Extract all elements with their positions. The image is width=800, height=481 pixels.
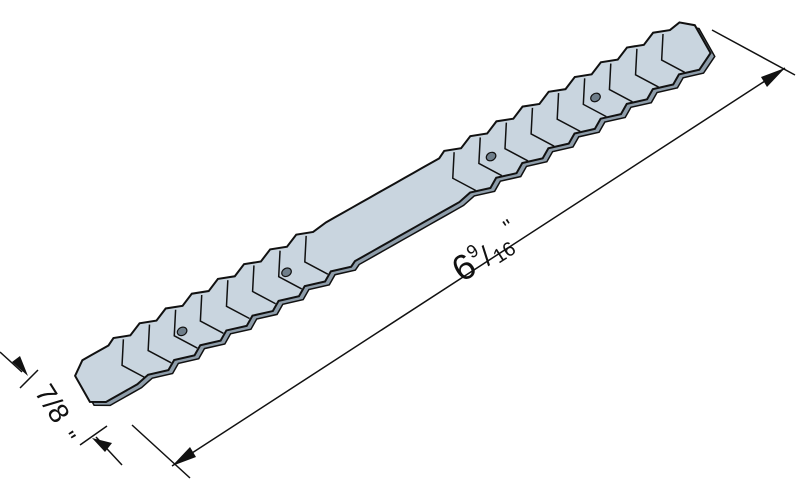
chevron bbox=[173, 309, 198, 349]
length-label: 6 9 / 16 " bbox=[444, 214, 520, 289]
chevron bbox=[199, 294, 224, 334]
width-unit: " bbox=[53, 427, 80, 449]
chevron bbox=[660, 33, 686, 73]
hole bbox=[281, 267, 292, 278]
chevron bbox=[504, 122, 529, 162]
hole bbox=[176, 326, 188, 337]
chevron bbox=[225, 280, 250, 320]
width-arrow-line-top bbox=[0, 351, 23, 373]
length-unit: " bbox=[499, 214, 519, 239]
chevron bbox=[634, 48, 659, 88]
chevron bbox=[304, 235, 329, 275]
chevron bbox=[608, 63, 633, 103]
hole bbox=[590, 92, 601, 103]
width-tick-top bbox=[19, 369, 39, 389]
width-arrow-head-top bbox=[12, 356, 28, 376]
extension-line-left bbox=[131, 424, 191, 479]
chevron bbox=[451, 152, 477, 192]
width-label: 7/8 " bbox=[29, 379, 81, 449]
extension-line-right bbox=[711, 29, 796, 76]
width-arrow-head-bottom bbox=[92, 438, 112, 452]
width-tick-bottom bbox=[79, 425, 108, 446]
chevron bbox=[582, 78, 607, 118]
chevron bbox=[251, 265, 276, 305]
chevron bbox=[277, 250, 303, 290]
chevron bbox=[478, 137, 503, 177]
chevron bbox=[147, 324, 172, 364]
chevron bbox=[556, 93, 581, 133]
fastener-holes bbox=[176, 92, 601, 337]
chevron bbox=[121, 339, 146, 379]
hole bbox=[485, 151, 497, 162]
chevron bbox=[530, 107, 555, 147]
arrow-head-left bbox=[172, 447, 196, 466]
width-fraction: 7/8 bbox=[29, 379, 76, 428]
strap-tie bbox=[73, 21, 716, 407]
length-dimension bbox=[131, 29, 796, 479]
strap-body bbox=[73, 21, 712, 403]
arrow-head-right bbox=[761, 68, 785, 87]
embossed-chevrons bbox=[121, 33, 686, 379]
dimension-line bbox=[171, 67, 786, 467]
